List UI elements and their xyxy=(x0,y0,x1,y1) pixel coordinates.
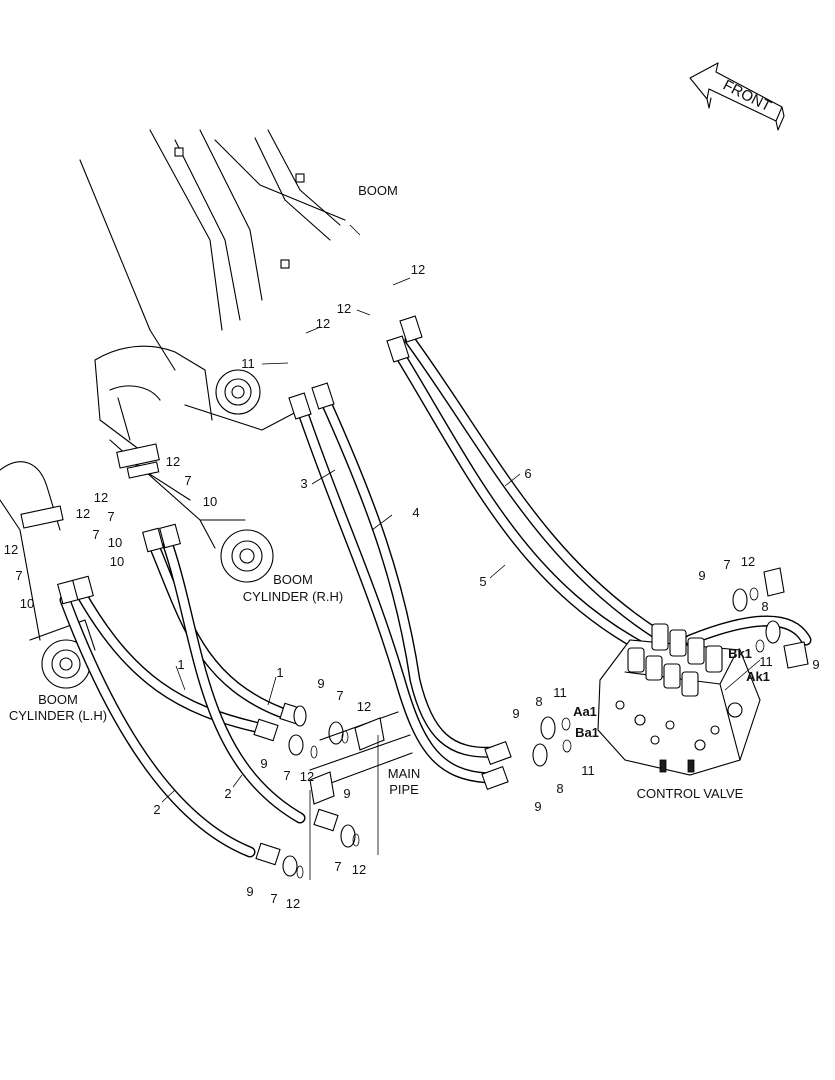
callout-2: 2 xyxy=(153,802,160,817)
hose-2a xyxy=(59,594,256,858)
callout-1: 1 xyxy=(177,657,184,672)
callout-11: 11 xyxy=(553,685,567,700)
boom-cylinder-lh xyxy=(0,461,96,689)
callout-9: 9 xyxy=(812,657,819,672)
valve-ports xyxy=(615,700,743,751)
callout-9: 9 xyxy=(698,568,705,583)
callout-7: 7 xyxy=(334,859,341,874)
hose-6 xyxy=(404,334,666,642)
callout-7: 7 xyxy=(270,891,277,906)
port-bk1: Bk1 xyxy=(728,646,752,661)
port-ba1: Ba1 xyxy=(575,725,599,740)
front-arrow: FRONT xyxy=(689,62,785,131)
callout-10: 10 xyxy=(20,596,34,611)
hose-2b xyxy=(162,539,306,824)
callout-9: 9 xyxy=(343,786,350,801)
label-boom: BOOM xyxy=(358,183,398,198)
callout-9: 9 xyxy=(512,706,519,721)
flange-lh-1 xyxy=(340,824,360,848)
callout-11: 11 xyxy=(241,356,255,371)
callout-12: 12 xyxy=(300,769,314,784)
callout-8: 8 xyxy=(556,781,563,796)
callout-7: 7 xyxy=(92,527,99,542)
callout-12: 12 xyxy=(94,490,108,505)
flange-aa1 xyxy=(540,716,571,740)
main-pipe xyxy=(309,711,413,880)
part-callouts: 1 1 2 2 3 4 5 6 7 7 7 7 7 7 7 7 7 8 8 8 … xyxy=(4,262,820,911)
leader-lines xyxy=(161,224,761,803)
hoses xyxy=(59,334,812,858)
callout-7: 7 xyxy=(336,688,343,703)
hose-fittings xyxy=(57,315,512,866)
callout-11: 11 xyxy=(581,763,595,778)
callout-7: 7 xyxy=(283,768,290,783)
callout-10: 10 xyxy=(108,535,122,550)
flange-ba1 xyxy=(532,739,572,767)
label-boom-cyl-rh-2: CYLINDER (R.H) xyxy=(243,589,343,604)
control-valve xyxy=(597,623,761,776)
callout-3: 3 xyxy=(300,476,307,491)
callout-12: 12 xyxy=(316,316,330,331)
label-boom-cyl-lh-2: CYLINDER (L.H) xyxy=(9,708,107,723)
callout-12: 12 xyxy=(357,699,371,714)
callout-9: 9 xyxy=(534,799,541,814)
callout-12: 12 xyxy=(741,554,755,569)
port-labels: Aa1 Ba1 Bk1 Ak1 xyxy=(573,646,770,740)
boom-structure xyxy=(79,129,346,451)
callout-12: 12 xyxy=(411,262,425,277)
callout-8: 8 xyxy=(761,599,768,614)
callout-12: 12 xyxy=(4,542,18,557)
callout-12: 12 xyxy=(166,454,180,469)
callout-7: 7 xyxy=(107,509,114,524)
callout-11: 11 xyxy=(759,654,773,669)
callout-4: 4 xyxy=(412,505,419,520)
callout-9: 9 xyxy=(317,676,324,691)
callout-1: 1 xyxy=(276,665,283,680)
hose-5 xyxy=(394,349,646,652)
valve-spools xyxy=(627,623,723,697)
callout-9: 9 xyxy=(260,756,267,771)
callout-5: 5 xyxy=(479,574,486,589)
flange-rh-1 xyxy=(293,705,349,745)
hose-3 xyxy=(296,404,494,784)
port-aa1: Aa1 xyxy=(573,704,597,719)
label-control-valve: CONTROL VALVE xyxy=(637,786,744,801)
callout-7: 7 xyxy=(184,473,191,488)
flange-lh-2 xyxy=(282,855,304,879)
hose-4 xyxy=(319,394,501,758)
label-boom-cyl-rh-1: BOOM xyxy=(273,572,313,587)
flange-rh-2 xyxy=(288,734,318,759)
callout-6: 6 xyxy=(524,466,531,481)
callout-10: 10 xyxy=(110,554,124,569)
callout-12: 12 xyxy=(286,896,300,911)
flange-ak1 xyxy=(755,620,781,653)
label-boom-cyl-lh-1: BOOM xyxy=(38,692,78,707)
callout-8: 8 xyxy=(535,694,542,709)
callout-7: 7 xyxy=(723,557,730,572)
callout-7: 7 xyxy=(15,568,22,583)
text-labels: BOOM BOOM CYLINDER (R.H) BOOM CYLINDER (… xyxy=(9,183,744,801)
hose-right xyxy=(684,615,812,646)
label-main-pipe-1: MAIN xyxy=(388,766,421,781)
flange-sets xyxy=(282,567,809,879)
callout-12: 12 xyxy=(76,506,90,521)
front-arrow-text: FRONT xyxy=(720,77,774,116)
callout-12: 12 xyxy=(352,862,366,877)
callout-2: 2 xyxy=(224,786,231,801)
callout-12: 12 xyxy=(337,301,351,316)
hose-1a xyxy=(74,586,266,734)
label-main-pipe-2: PIPE xyxy=(389,782,419,797)
port-ak1: Ak1 xyxy=(746,669,770,684)
callout-10: 10 xyxy=(203,494,217,509)
callout-9: 9 xyxy=(246,884,253,899)
boom-cylinder-rh xyxy=(109,439,274,583)
flange-bk1 xyxy=(732,587,759,612)
